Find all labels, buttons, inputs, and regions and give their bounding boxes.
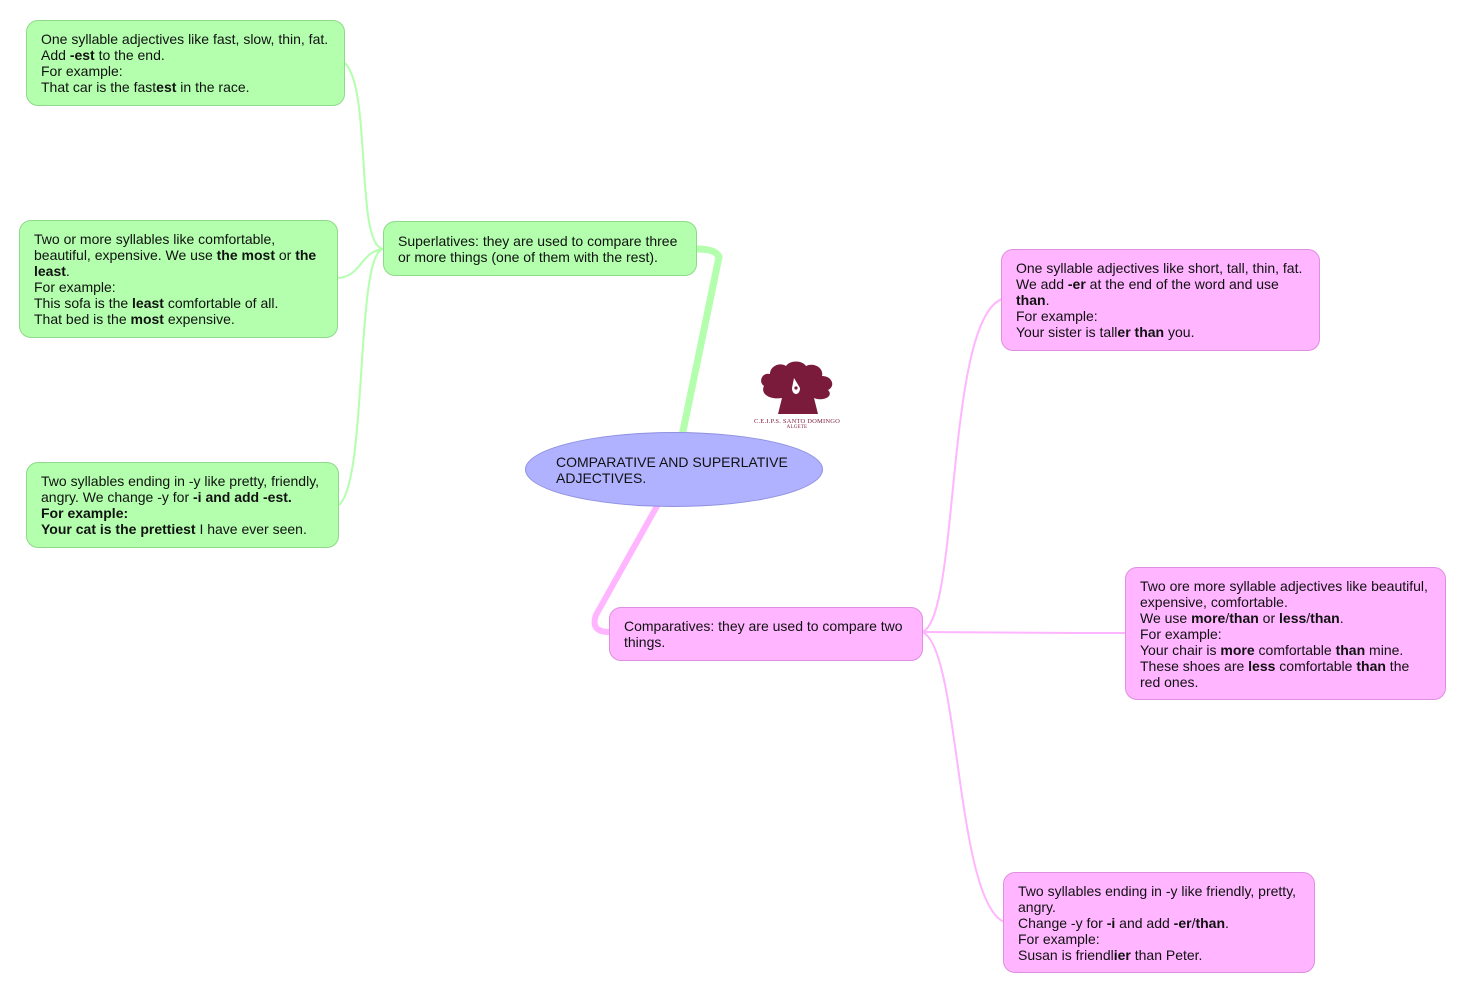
- comparatives-two-or-more-node[interactable]: Two ore more syllable adjectives like be…: [1125, 567, 1446, 700]
- text-line: This sofa is the least comfortable of al…: [34, 295, 279, 311]
- superlatives-line2: or more things (one of them with the res…: [398, 249, 658, 265]
- text-line: One syllable adjectives like fast, slow,…: [41, 31, 329, 47]
- text-line: These shoes are less comfortable than th…: [1140, 658, 1410, 674]
- text-line: angry.: [1018, 899, 1056, 915]
- text-line: For example:: [41, 63, 123, 79]
- center-title-line1: COMPARATIVE AND SUPERLATIVE: [556, 453, 788, 470]
- text-line: Your cat is the prettiest I have ever se…: [41, 521, 307, 537]
- text-line: beautiful, expensive. We use the most or…: [34, 247, 317, 263]
- text-line: We add -er at the end of the word and us…: [1016, 276, 1279, 292]
- logo-caption-school: C.E.I.P.S. SANTO DOMINGO: [753, 418, 841, 425]
- text-line: Two ore more syllable adjectives like be…: [1140, 578, 1428, 594]
- text-line: One syllable adjectives like short, tall…: [1016, 260, 1303, 276]
- text-line: For example:: [1018, 931, 1100, 947]
- text-line: least.: [34, 263, 70, 279]
- comparatives-node[interactable]: Comparatives: they are used to compare t…: [609, 607, 923, 661]
- text-line: We use more/than or less/than.: [1140, 610, 1344, 626]
- logo-caption: C.E.I.P.S. SANTO DOMINGO ALGETE: [752, 418, 842, 430]
- text-line: red ones.: [1140, 674, 1199, 690]
- text-line: For example:: [1016, 308, 1098, 324]
- link-center-comparatives: [591, 503, 660, 635]
- text-line: Two syllables ending in -y like pretty, …: [41, 473, 320, 489]
- text-line: Two syllables ending in -y like friendly…: [1018, 883, 1297, 899]
- link-comparatives-two-or-more: [921, 631, 1127, 634]
- text-line: That bed is the most expensive.: [34, 311, 235, 327]
- text-line: Two or more syllables like comfortable,: [34, 231, 276, 247]
- superlatives-node[interactable]: Superlatives: they are used to compare t…: [383, 221, 697, 276]
- link-comparatives-ending-y: [921, 631, 1005, 923]
- text-line: For example:: [34, 279, 116, 295]
- link-center-superlatives: [678, 245, 723, 440]
- superlatives-ending-y-node[interactable]: Two syllables ending in -y like pretty, …: [26, 462, 339, 548]
- tree-logo-icon: [761, 361, 833, 414]
- superlatives-line1: Superlatives: they are used to compare t…: [398, 233, 678, 249]
- center-title-line2: ADJECTIVES.: [556, 469, 647, 486]
- link-superlatives-one-syllable: [344, 62, 384, 250]
- text-line: expensive, comfortable.: [1140, 594, 1288, 610]
- text-line: Change -y for -i and add -er/than.: [1018, 915, 1229, 931]
- text-line: For example:: [41, 505, 129, 521]
- text-line: For example:: [1140, 626, 1222, 642]
- text-line: Add -est to the end.: [41, 47, 165, 63]
- link-superlatives-two-or-more: [337, 248, 384, 279]
- link-comparatives-one-syllable: [921, 298, 1003, 633]
- text-line: Susan is friendlier than Peter.: [1018, 947, 1203, 963]
- superlatives-two-or-more-node[interactable]: Two or more syllables like comfortable, …: [19, 220, 338, 338]
- superlatives-one-syllable-node[interactable]: One syllable adjectives like fast, slow,…: [26, 20, 345, 106]
- text-line: angry. We change -y for -i and add -est.: [41, 489, 292, 505]
- comparatives-line2: things.: [624, 634, 666, 650]
- comparatives-one-syllable-node[interactable]: One syllable adjectives like short, tall…: [1001, 249, 1320, 351]
- text-line: Your sister is taller than you.: [1016, 324, 1195, 340]
- link-superlatives-ending-y: [338, 248, 384, 506]
- text-line: than.: [1016, 292, 1050, 308]
- logo-caption-town: ALGETE: [786, 425, 808, 430]
- text-line: Your chair is more comfortable than mine…: [1140, 642, 1404, 658]
- center-topic[interactable]: COMPARATIVE AND SUPERLATIVE ADJECTIVES.: [525, 432, 823, 507]
- comparatives-line1: Comparatives: they are used to compare t…: [624, 618, 903, 634]
- text-line: That car is the fastest in the race.: [41, 79, 250, 95]
- comparatives-ending-y-node[interactable]: Two syllables ending in -y like friendly…: [1003, 872, 1315, 973]
